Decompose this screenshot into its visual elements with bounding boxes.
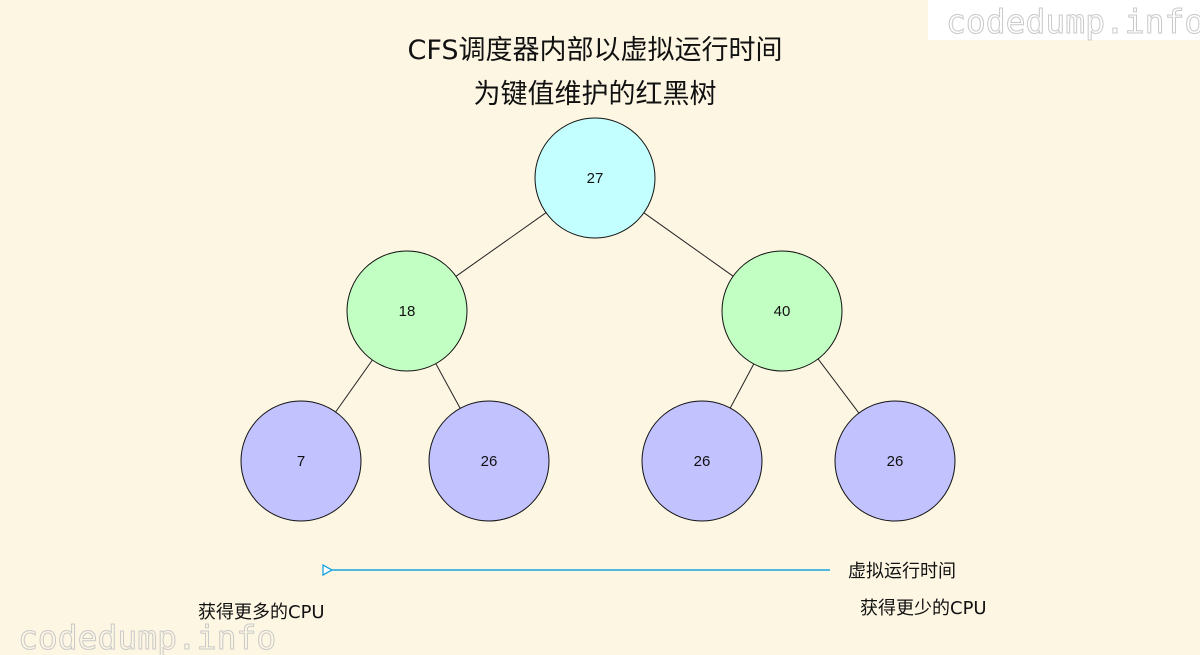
watermark-top-right: codedump.info: [928, 0, 1200, 42]
tree-node-circle: [534, 117, 656, 239]
more-cpu-caption: 获得更多的CPU: [198, 602, 325, 623]
diagram-title-line-1: CFS调度器内部以虚拟运行时间: [407, 35, 782, 66]
tree-node-label: 26: [481, 453, 498, 470]
tree-node-root: 27: [534, 117, 656, 239]
tree-node-label: 7: [297, 453, 305, 470]
tree-node-left: 18: [346, 250, 468, 372]
tree-node-right-right: 26: [834, 400, 956, 522]
tree-node-circle: [834, 400, 956, 522]
tree-node-left-right: 26: [428, 400, 550, 522]
tree-node-circle: [721, 250, 843, 372]
tree-node-label: 40: [774, 303, 791, 320]
watermark-text-top: codedump.info: [946, 2, 1200, 41]
tree-node-right: 40: [721, 250, 843, 372]
tree-node-circle: [428, 400, 550, 522]
tree-node-label: 18: [399, 303, 416, 320]
tree-node-label: 27: [587, 170, 604, 187]
watermark-bottom-left: codedump.info: [18, 618, 277, 655]
tree-edge-root-to-left: [455, 212, 547, 277]
tree-edge-root-to-right: [643, 212, 734, 277]
watermark-text-bottom: codedump.info: [18, 618, 276, 655]
tree-node-left-left: 7: [240, 400, 362, 522]
tree-node-circle: [240, 400, 362, 522]
tree-node-circle: [346, 250, 468, 372]
virtual-runtime-label: 虚拟运行时间: [848, 561, 956, 582]
tree-edge-left-to-left-left: [335, 359, 373, 413]
tree-node-circle: [641, 400, 763, 522]
tree-edge-right-to-right-right: [817, 358, 860, 414]
tree-node-right-left: 26: [641, 400, 763, 522]
tree-node-label: 26: [887, 453, 904, 470]
tree-edge-left-to-left-right: [435, 363, 461, 409]
diagram-title-line-2: 为键值维护的红黑树: [474, 79, 717, 110]
tree-edge-right-to-right-left: [729, 363, 755, 409]
tree-nodes: 27 18 40 7 26 26 26: [240, 117, 956, 522]
less-cpu-caption: 获得更少的CPU: [860, 598, 987, 619]
tree-node-label: 26: [694, 453, 711, 470]
tree-edges: [335, 212, 860, 414]
